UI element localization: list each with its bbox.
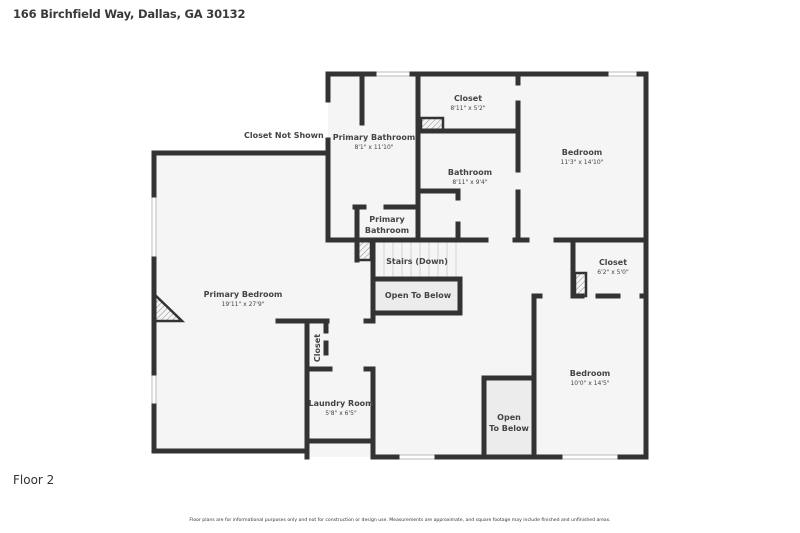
floor-fill	[154, 74, 646, 457]
room-open-to-below-2-name-2: To Below	[489, 424, 529, 433]
room-laundry-dims: 5'8" x 6'5"	[325, 410, 357, 417]
walls	[151, 71, 649, 460]
stairs-treads	[383, 242, 457, 278]
room-closet-right-name: Closet	[599, 258, 627, 267]
room-open-to-below-2-name-1: Open	[497, 413, 521, 422]
room-open-to-below-1-name: Open To Below	[385, 291, 452, 300]
room-bedroom-se-dims: 10'0" x 14'5"	[570, 380, 609, 387]
open-to-below-fill-2	[486, 380, 532, 456]
room-stairs-name: Stairs (Down)	[386, 257, 448, 266]
room-laundry-name: Laundry Room	[308, 399, 373, 408]
closet-not-shown-note: Closet Not Shown	[244, 131, 324, 140]
room-primary-bathroom-name: Primary Bathroom	[333, 133, 416, 142]
room-closet-top-name: Closet	[454, 94, 482, 103]
room-primary-bedroom-dims: 19'11" x 27'9"	[222, 301, 265, 308]
room-primary-bathroom-dims: 8'1" x 11'10"	[354, 144, 393, 151]
disclaimer: Floor plans are for informational purpos…	[189, 518, 611, 523]
room-closet-right-dims: 6'2" x 5'0"	[597, 269, 629, 276]
room-bedroom-ne-dims: 11'3" x 14'10"	[561, 159, 604, 166]
room-primary-bathroom-wc-name-2: Bathroom	[365, 226, 409, 235]
room-bedroom-ne-name: Bedroom	[562, 148, 603, 157]
open-to-below-fill-1	[375, 280, 459, 312]
property-address: 166 Birchfield Way, Dallas, GA 30132	[13, 7, 246, 21]
room-closet-small-name: Closet	[313, 334, 322, 362]
room-closet-top-dims: 8'11" x 5'2"	[450, 105, 486, 112]
room-bathroom-dims: 8'11" x 9'4"	[452, 179, 488, 186]
floor-label: Floor 2	[13, 473, 55, 487]
room-primary-bedroom-name: Primary Bedroom	[204, 290, 283, 299]
room-bathroom-name: Bathroom	[448, 168, 492, 177]
room-bedroom-se-name: Bedroom	[570, 369, 611, 378]
room-primary-bathroom-wc-name-1: Primary	[369, 215, 405, 224]
